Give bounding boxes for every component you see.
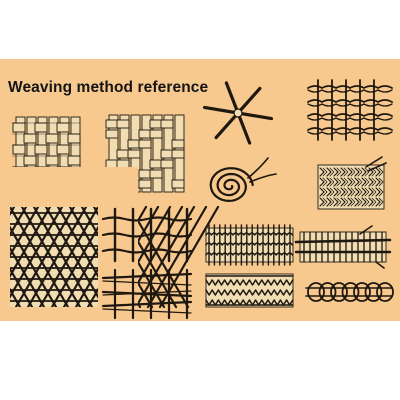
open-grid-weave xyxy=(101,207,193,263)
loop-coil-band xyxy=(305,282,394,302)
open-twill-grid-weave xyxy=(101,268,193,320)
spiral-coil-start xyxy=(209,157,277,202)
page-title: Weaving method reference xyxy=(8,79,209,96)
braided-herringbone-band xyxy=(317,156,387,210)
illustration-canvas xyxy=(0,79,394,321)
twined-grid-weave xyxy=(307,79,393,141)
chain-weave-band xyxy=(205,224,294,266)
star-spoke-base xyxy=(202,81,274,145)
hexagonal-weave-swatch xyxy=(0,167,220,321)
tied-stake-band xyxy=(294,225,392,269)
zigzag-weave-band xyxy=(205,273,294,308)
twill-weave-swatch xyxy=(105,114,185,193)
